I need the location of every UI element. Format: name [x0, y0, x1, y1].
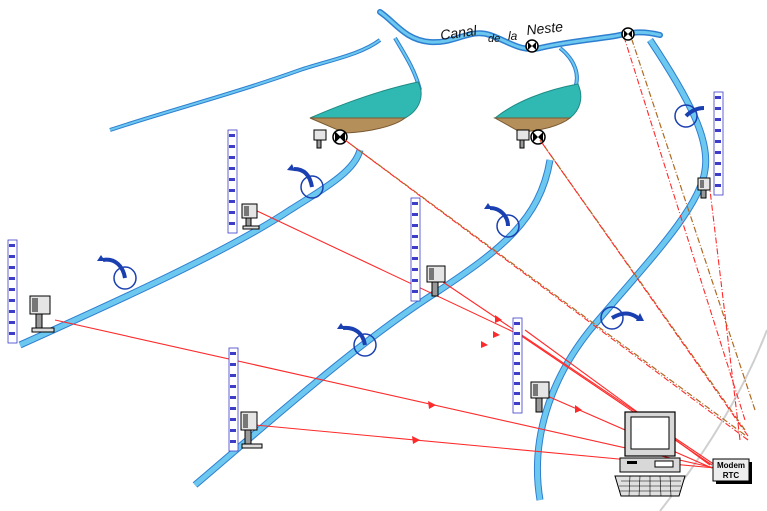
- modem-label-line1: Modem: [717, 461, 745, 470]
- pump-6[interactable]: [674, 104, 705, 128]
- modem-label-line2: RTC: [723, 471, 740, 480]
- dam-gauge-1: [313, 129, 327, 149]
- gauge-scale: [7, 239, 18, 344]
- pump-2[interactable]: [287, 164, 324, 199]
- valve-2[interactable]: [530, 129, 546, 145]
- station-3[interactable]: [410, 197, 446, 302]
- pump-3[interactable]: [337, 323, 377, 357]
- valve-3[interactable]: [525, 39, 539, 53]
- station-4[interactable]: [512, 317, 550, 414]
- reservoir-1: [309, 81, 422, 134]
- pump-4[interactable]: [484, 203, 520, 238]
- canal-word-4: Neste: [526, 18, 564, 38]
- station-6[interactable]: [697, 91, 724, 199]
- arrow-heads: [412, 315, 582, 444]
- gauge-box: [29, 295, 55, 333]
- station-2[interactable]: [227, 129, 260, 234]
- dam-gauge-2: [516, 129, 530, 149]
- valve-1[interactable]: [332, 129, 348, 145]
- modem-rtc[interactable]: Modem RTC: [712, 458, 752, 484]
- monitor-screen: [630, 416, 670, 450]
- reservoir-2: [493, 83, 582, 133]
- canal-word-2: de: [488, 33, 500, 45]
- valve-4[interactable]: [621, 27, 635, 41]
- computer-terminal[interactable]: [614, 411, 686, 497]
- station-1[interactable]: [7, 239, 55, 344]
- pump-5[interactable]: [600, 306, 644, 330]
- canal-word-1: Canal: [439, 22, 478, 43]
- canal-word-3: la: [508, 29, 518, 43]
- canal-label: Canal de la Neste: [439, 18, 564, 45]
- station-5[interactable]: [228, 347, 263, 452]
- canal-neste: [377, 9, 663, 52]
- pump-1[interactable]: [97, 255, 137, 290]
